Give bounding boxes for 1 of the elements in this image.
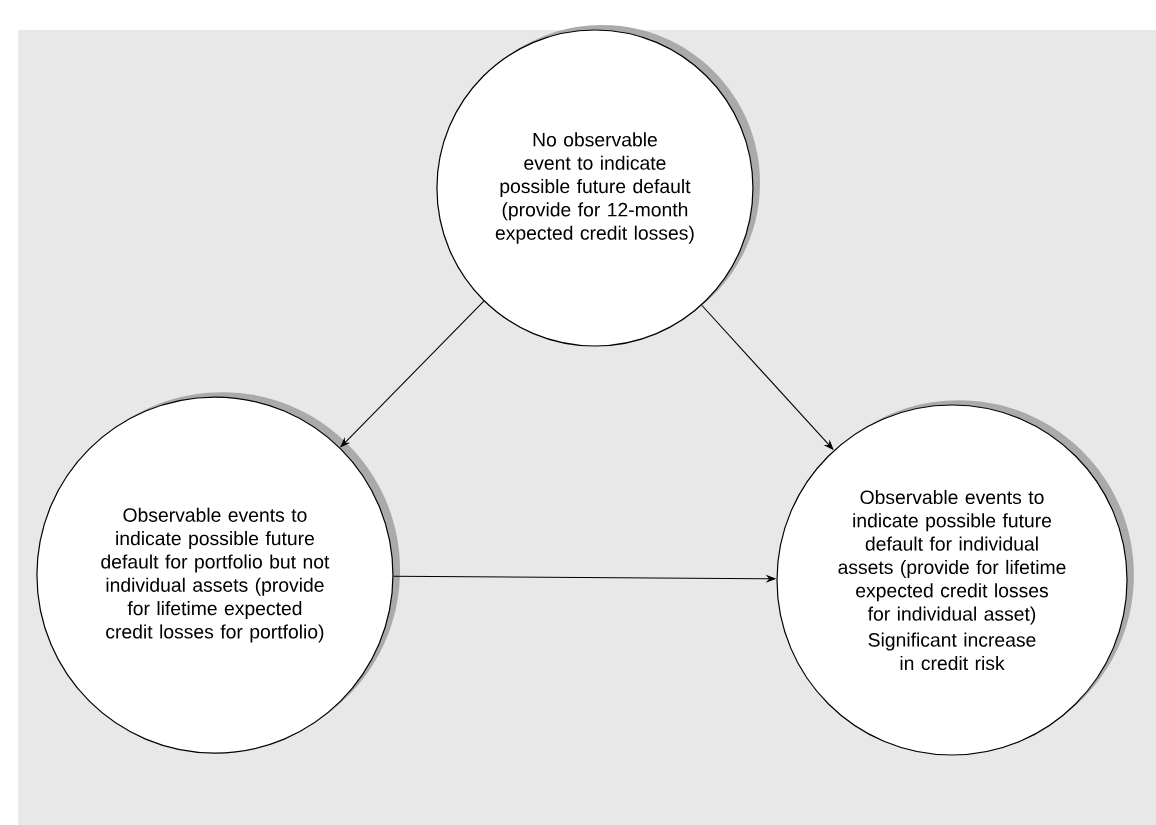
arrow xyxy=(340,300,485,448)
